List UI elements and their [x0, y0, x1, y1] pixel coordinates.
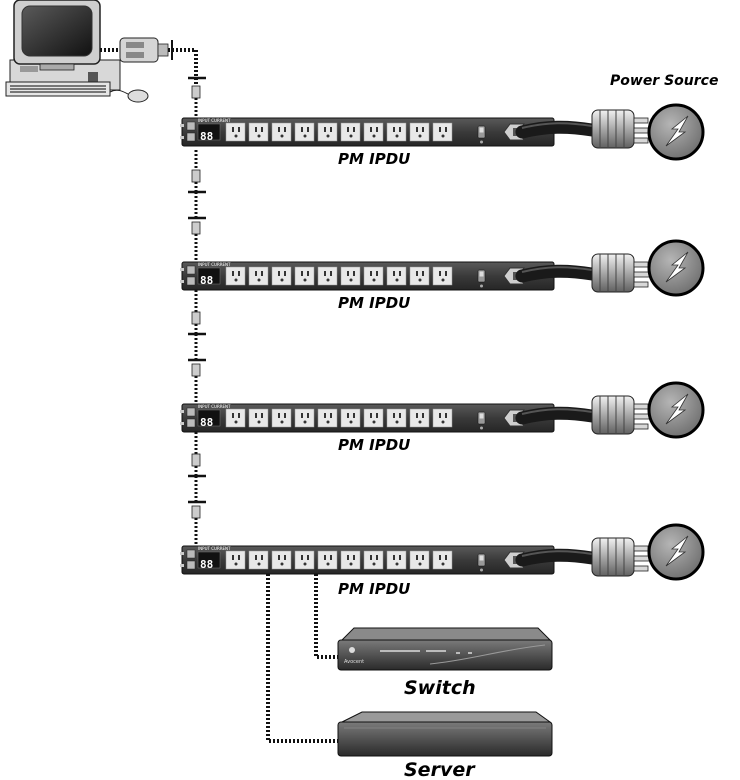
pdu-header: INPUT CURRENT	[198, 118, 231, 123]
server-device	[337, 711, 553, 757]
workstation-icon	[5, 0, 149, 103]
power-source-label: Power Source	[610, 73, 718, 89]
power-source-2	[647, 239, 705, 297]
server-label: Server	[404, 759, 476, 780]
pdu-label: PM IPDU	[338, 436, 410, 454]
pdu-unit-2: 88 INPUT CURRENT PM IPDU	[179, 254, 650, 312]
pdu-unit-3: 88 INPUT CURRENT PM IPDU	[179, 396, 650, 454]
pdu-label: PM IPDU	[338, 294, 410, 312]
pdu-display: 88	[200, 558, 213, 571]
switch-brand: Avocent	[344, 659, 364, 665]
switch-label: Switch	[404, 677, 476, 699]
pdu-display: 88	[200, 416, 213, 429]
serial-cable-2	[168, 48, 198, 86]
switch-device: Avocent	[337, 627, 553, 671]
switch-power-cable	[314, 574, 340, 659]
pdu-header: INPUT CURRENT	[198, 262, 231, 267]
pdu-unit-1: 88 INPUT CURRENT PM IPDU	[179, 110, 650, 168]
pdu-label: PM IPDU	[338, 580, 410, 598]
pdu-display: 88	[200, 130, 213, 143]
power-source-1	[647, 103, 705, 161]
pdu-header: INPUT CURRENT	[198, 404, 231, 409]
pdu-header: INPUT CURRENT	[198, 546, 231, 551]
pdu-display: 88	[200, 274, 213, 287]
power-source-3	[647, 381, 705, 439]
daisy-chain-cables	[188, 76, 206, 546]
power-source-4	[647, 523, 705, 581]
pdu-unit-4: 88 INPUT CURRENT PM IPDU	[179, 538, 650, 598]
serial-adapter-icon	[119, 37, 169, 63]
pdu-label: PM IPDU	[338, 150, 410, 168]
